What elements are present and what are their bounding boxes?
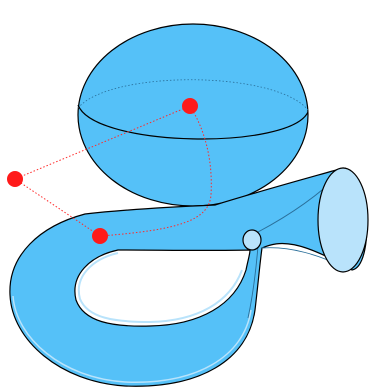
point-on-klein-bottle — [92, 228, 108, 244]
sphere-body — [78, 24, 308, 206]
klein-bottle-mouth — [318, 168, 368, 272]
point-on-sphere — [182, 98, 198, 114]
point-left — [7, 171, 23, 187]
sphere — [78, 24, 308, 206]
klein-bottle-neck-hole — [243, 230, 261, 250]
